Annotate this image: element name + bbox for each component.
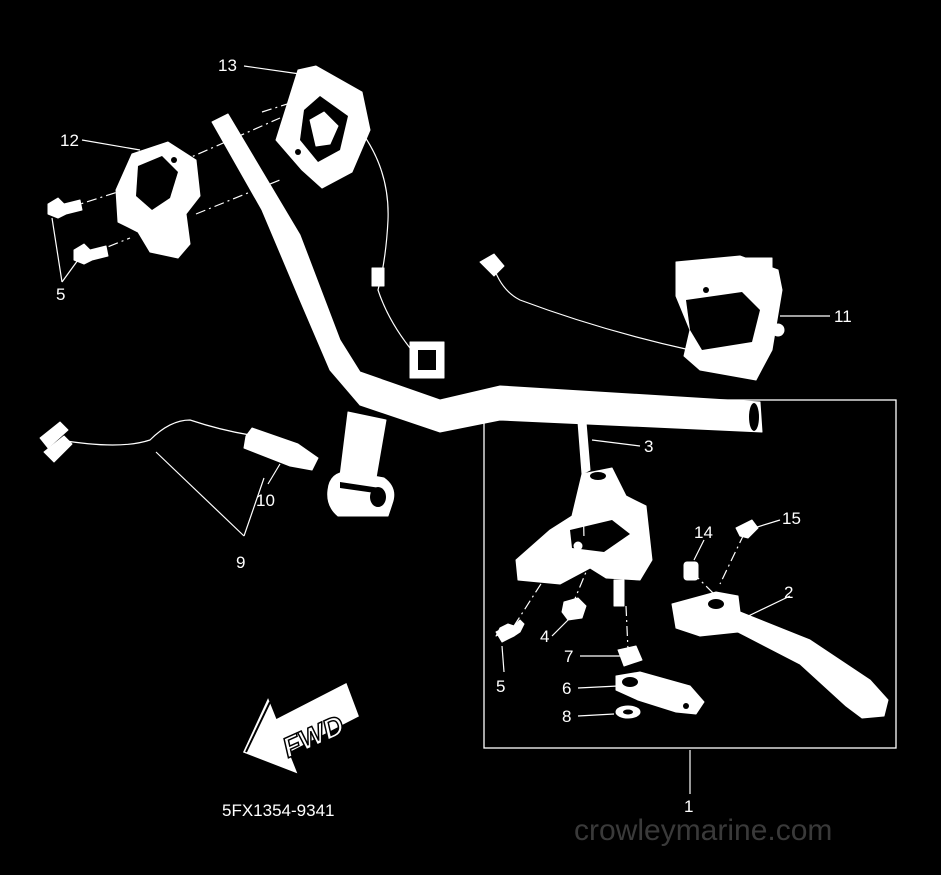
callout-6: 6 (562, 679, 571, 698)
part-7-bushing (617, 645, 643, 667)
callout-7: 7 (564, 647, 573, 666)
callout-11: 11 (834, 307, 852, 326)
callout-10: 10 (256, 491, 275, 510)
part-6-link (615, 671, 705, 715)
assembly-lines (67, 99, 745, 651)
part-1-assembly-box (483, 399, 897, 749)
watermark: crowleymarine.com (574, 814, 832, 847)
part-10-sleeve (243, 427, 319, 471)
part-5-screws-upper (47, 197, 109, 265)
part-9-wire-lead (39, 419, 251, 463)
part-11-switch-housing (479, 253, 785, 381)
part-8-washer (615, 705, 641, 719)
callout-9: 9 (236, 553, 245, 572)
callout-3: 3 (644, 437, 653, 456)
callout-5-upper: 5 (56, 285, 65, 304)
part-3-bolt (573, 409, 591, 475)
part-12-cover (115, 141, 201, 259)
callout-13: 13 (218, 56, 237, 75)
callout-15: 15 (782, 509, 801, 528)
callout-4: 4 (540, 627, 549, 646)
part-14-collar (683, 561, 699, 581)
part-13-switch-housing (275, 65, 445, 379)
callout-2: 2 (784, 583, 793, 602)
callout-14: 14 (694, 523, 713, 542)
callout-1: 1 (684, 797, 693, 816)
part-4-nut (561, 597, 587, 621)
part-5-screw-lower (495, 619, 525, 643)
leader-lines (51, 65, 830, 794)
callout-12: 12 (60, 131, 79, 150)
callout-8: 8 (562, 707, 571, 726)
diagram-part-number: 5FX1354-9341 (222, 801, 334, 820)
fwd-arrow: FWD (242, 682, 359, 774)
part-2-lever (671, 591, 889, 719)
lever-bracket (515, 467, 653, 607)
callout-5-lower: 5 (496, 677, 505, 696)
part-15-clip (735, 519, 759, 539)
